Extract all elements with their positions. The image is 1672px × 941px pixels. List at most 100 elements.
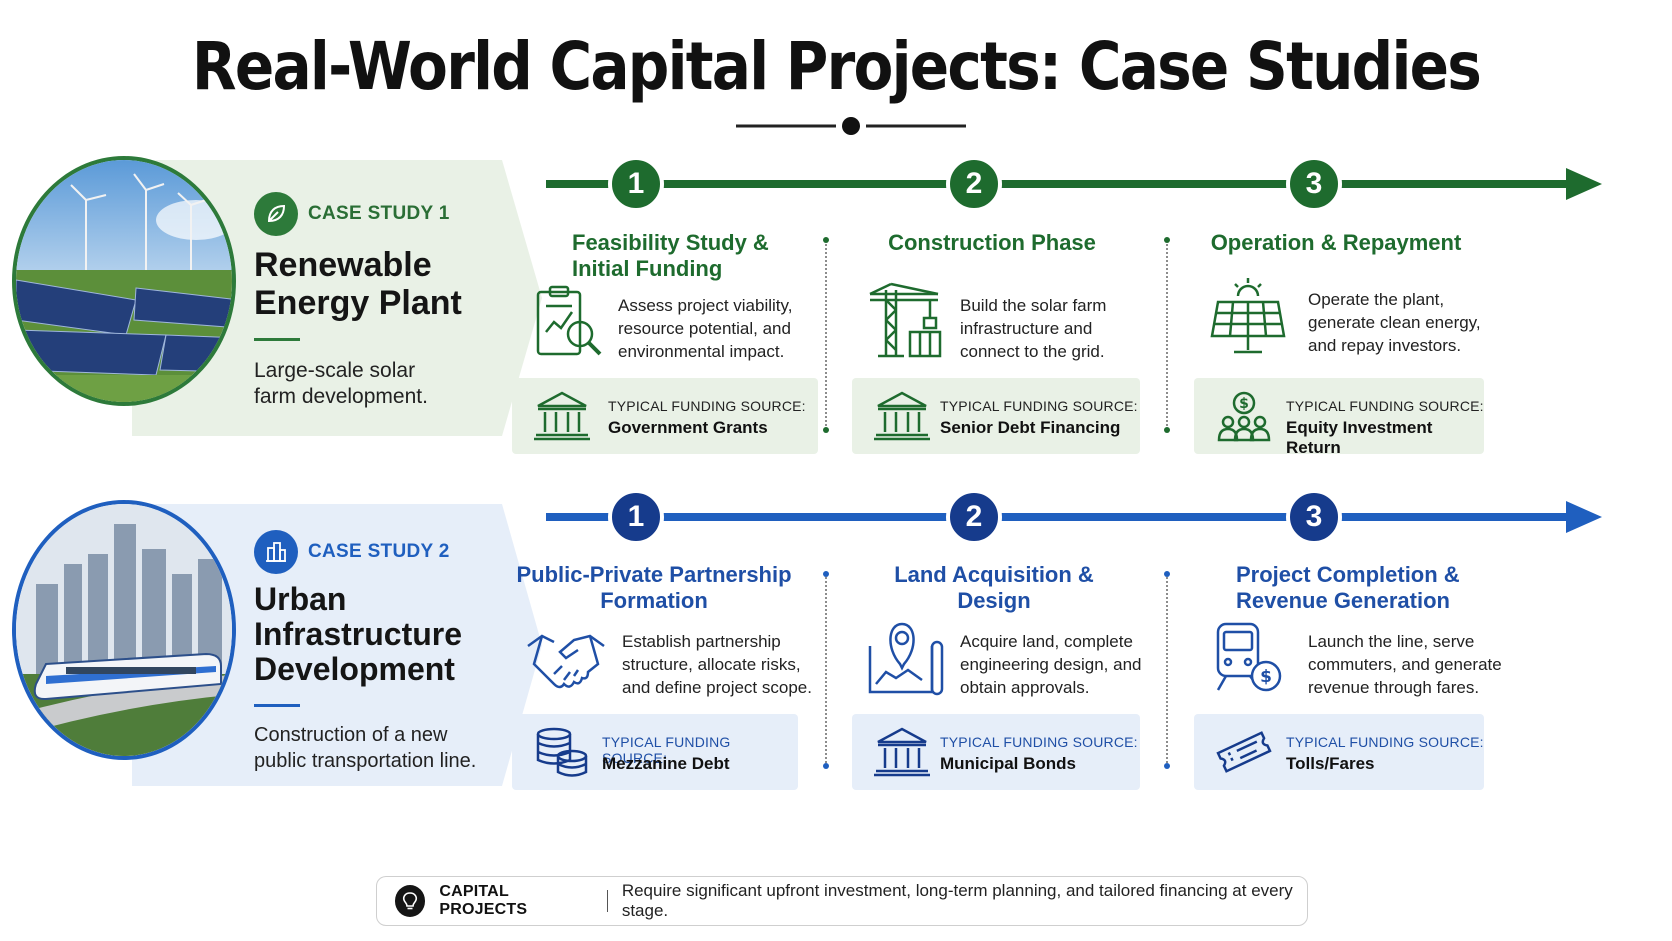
step-text-line: connect to the grid. bbox=[960, 342, 1105, 361]
funding-label: TYPICAL FUNDING SOURCE: bbox=[940, 734, 1138, 750]
step-title-line: Initial Funding bbox=[572, 256, 723, 281]
case1-step2-funding: TYPICAL FUNDING SOURCE: Senior Debt Fina… bbox=[852, 378, 1140, 454]
case2-desc-line: Construction of a new bbox=[254, 724, 448, 746]
solar-panel-icon bbox=[1210, 278, 1286, 354]
step-text-line: and repay investors. bbox=[1308, 336, 1462, 355]
case1-title-line: Energy Plant bbox=[254, 284, 462, 322]
case2-step2-funding: TYPICAL FUNDING SOURCE: Municipal Bonds bbox=[852, 714, 1140, 790]
case2-divider bbox=[823, 571, 829, 769]
case2-step3-number: 3 bbox=[1286, 489, 1342, 545]
case2-title-line: Development bbox=[254, 651, 455, 687]
case2-step1-text: Establish partnership structure, allocat… bbox=[622, 630, 812, 699]
clipboard-magnifier-icon bbox=[536, 285, 602, 356]
step-text-line: and define project scope. bbox=[622, 678, 812, 697]
train-dollar-icon: $ bbox=[1216, 622, 1282, 692]
funding-value: Mezzanine Debt bbox=[602, 754, 730, 773]
case1-step2-text: Build the solar farm infrastructure and … bbox=[960, 294, 1106, 363]
case1-step1-number: 1 bbox=[608, 156, 664, 212]
case2-desc-line: public transportation line. bbox=[254, 750, 477, 772]
funding-value: Municipal Bonds bbox=[940, 754, 1076, 773]
step-text-line: revenue through fares. bbox=[1308, 678, 1480, 697]
case1-step3-title: Operation & Repayment bbox=[1196, 230, 1476, 256]
funding-label: TYPICAL FUNDING SOURCE: bbox=[1286, 398, 1484, 414]
handshake-icon bbox=[527, 634, 605, 689]
case2-step1-funding: TYPICAL FUNDING SOURCE: Mezzanine Debt bbox=[512, 714, 798, 790]
step-text-line: Operate the plant, bbox=[1308, 290, 1445, 309]
funding-value: Equity Investment Return bbox=[1286, 418, 1433, 457]
case1-step1-title: Feasibility Study & Initial Funding bbox=[540, 230, 770, 282]
investors-dollar-icon: $ bbox=[1217, 391, 1271, 442]
case1-step2-number: 2 bbox=[946, 156, 1002, 212]
case1-step3-funding: $ TYPICAL FUNDING SOURCE: Equity Investm… bbox=[1194, 378, 1484, 457]
step-text-line: structure, allocate risks, bbox=[622, 655, 801, 674]
case1-step1-funding: TYPICAL FUNDING SOURCE: Government Grant… bbox=[512, 378, 818, 454]
step-text-line: Launch the line, serve bbox=[1308, 632, 1475, 651]
case1-timeline-arrow bbox=[546, 168, 1602, 200]
step-title-line: Land Acquisition & Design bbox=[894, 562, 1094, 613]
case1-tag-label: CASE STUDY 1 bbox=[308, 203, 450, 224]
funding-value: Tolls/Fares bbox=[1286, 754, 1375, 773]
case2-panel bbox=[132, 504, 542, 786]
case2-step2-title: Land Acquisition & Design bbox=[856, 562, 1132, 614]
step-title-line: Formation bbox=[600, 588, 708, 613]
city-train-photo bbox=[12, 500, 236, 760]
case1-description: Large-scale solar farm development. bbox=[254, 358, 428, 410]
footer-note: CAPITAL PROJECTS Require significant upf… bbox=[376, 876, 1308, 926]
step-text-line: Acquire land, complete bbox=[960, 632, 1133, 651]
step-text-line: infrastructure and bbox=[960, 319, 1093, 338]
case1-tag: CASE STUDY 1 bbox=[254, 192, 450, 236]
leaf-icon bbox=[254, 192, 298, 236]
title-divider bbox=[736, 117, 966, 135]
case2-step1-title: Public-Private Partnership Formation bbox=[516, 562, 792, 614]
svg-text:$: $ bbox=[1260, 667, 1272, 687]
step-text-line: Assess project viability, bbox=[618, 296, 793, 315]
crane-icon bbox=[869, 282, 942, 358]
case2-step2-text: Acquire land, complete engineering desig… bbox=[960, 630, 1141, 699]
step-text-line: environmental impact. bbox=[618, 342, 785, 361]
case1-panel bbox=[132, 160, 542, 436]
case2-step3-funding: TYPICAL FUNDING SOURCE: Tolls/Fares bbox=[1194, 714, 1484, 790]
footer-separator bbox=[606, 890, 608, 912]
case1-step3-number: 3 bbox=[1286, 156, 1342, 212]
step-text-line: resource potential, and bbox=[618, 319, 791, 338]
case2-title: Urban Infrastructure Development bbox=[254, 582, 462, 687]
funding-value: Senior Debt Financing bbox=[940, 418, 1121, 437]
case1-divider bbox=[1164, 237, 1170, 433]
case1-desc-line: Large-scale solar bbox=[254, 359, 416, 382]
case2-step3-text: Launch the line, serve commuters, and ge… bbox=[1308, 630, 1502, 699]
step-title-line: Project Completion & bbox=[1236, 562, 1460, 587]
case1-title-line: Renewable bbox=[254, 246, 432, 284]
ticket-icon bbox=[1216, 731, 1272, 773]
buildings-icon bbox=[254, 530, 298, 574]
funding-value: Government Grants bbox=[608, 418, 768, 437]
step-text-line: Establish partnership bbox=[622, 632, 781, 651]
funding-label: TYPICAL FUNDING SOURCE: bbox=[1286, 734, 1484, 750]
case1-step3-text: Operate the plant, generate clean energy… bbox=[1308, 288, 1481, 357]
funding-label: TYPICAL FUNDING SOURCE: bbox=[602, 734, 731, 766]
case2-step2-number: 2 bbox=[946, 489, 1002, 545]
step-title-line: Construction Phase bbox=[888, 230, 1096, 255]
footer-label: CAPITAL PROJECTS bbox=[439, 883, 528, 918]
case2-tag: CASE STUDY 2 bbox=[254, 530, 450, 574]
case1-title: Renewable Energy Plant bbox=[254, 246, 462, 322]
step-text-line: Build the solar farm bbox=[960, 296, 1107, 315]
svg-text:$: $ bbox=[1239, 396, 1249, 412]
step-title-line: Feasibility Study & bbox=[572, 230, 769, 255]
case2-timeline-arrow bbox=[546, 501, 1602, 533]
step-text-line: obtain approvals. bbox=[960, 678, 1090, 697]
case2-step3-title: Project Completion & Revenue Generation bbox=[1226, 562, 1466, 614]
funding-label: TYPICAL FUNDING SOURCE: bbox=[940, 398, 1138, 414]
case2-divider bbox=[1164, 571, 1170, 769]
bank-icon bbox=[534, 391, 590, 441]
case2-description: Construction of a new public transportat… bbox=[254, 722, 476, 774]
step-title-line: Operation & Repayment bbox=[1210, 230, 1462, 255]
step-text-line: commuters, and generate bbox=[1308, 655, 1502, 674]
coins-icon bbox=[536, 727, 588, 777]
step-title-line: Public-Private Partnership bbox=[516, 562, 792, 587]
bank-icon bbox=[874, 391, 930, 441]
case1-desc-line: farm development. bbox=[254, 385, 428, 408]
case1-rule bbox=[254, 338, 300, 341]
case2-step1-number: 1 bbox=[608, 489, 664, 545]
map-pin-icon bbox=[868, 622, 944, 696]
funding-label: TYPICAL FUNDING SOURCE: bbox=[608, 398, 806, 414]
